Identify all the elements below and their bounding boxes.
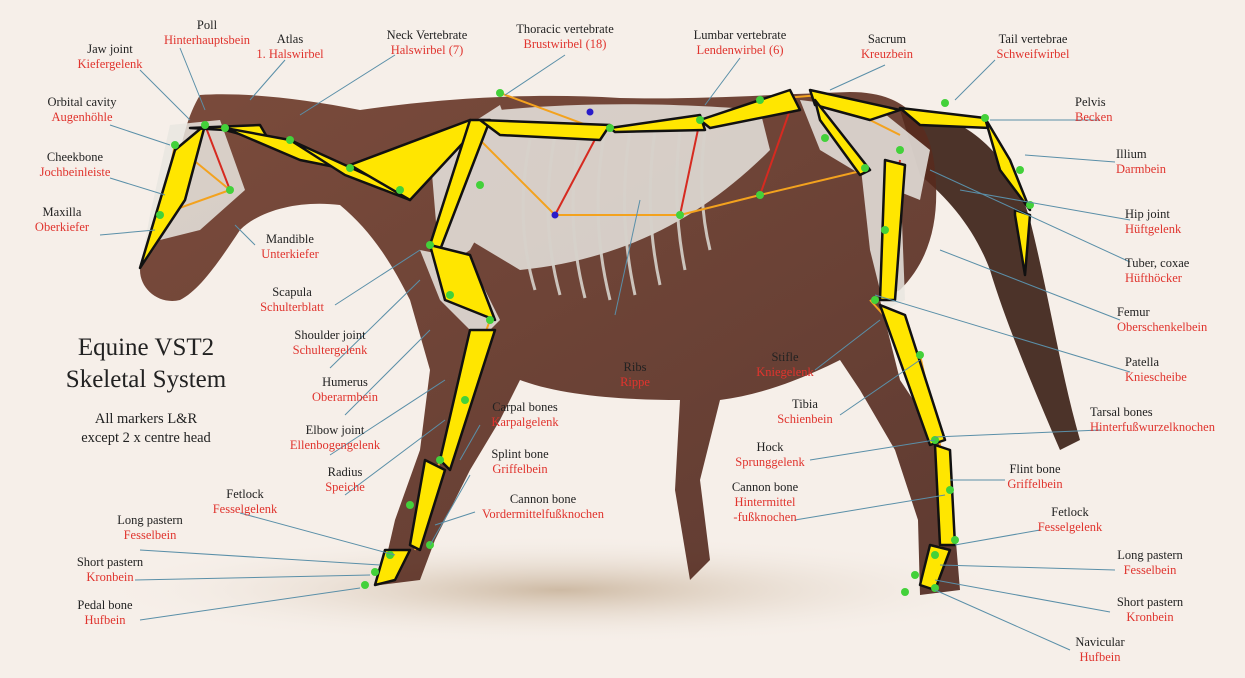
- diagram-title-block: Equine VST2 Skeletal System All markers …: [36, 332, 256, 448]
- title-line-1: Equine VST2: [36, 332, 256, 364]
- title-line-2: Skeletal System: [36, 364, 256, 396]
- subtitle-line-1: All markers L&R: [36, 410, 256, 429]
- ground-shadow: [90, 535, 1030, 645]
- subtitle-line-2: except 2 x centre head: [36, 429, 256, 448]
